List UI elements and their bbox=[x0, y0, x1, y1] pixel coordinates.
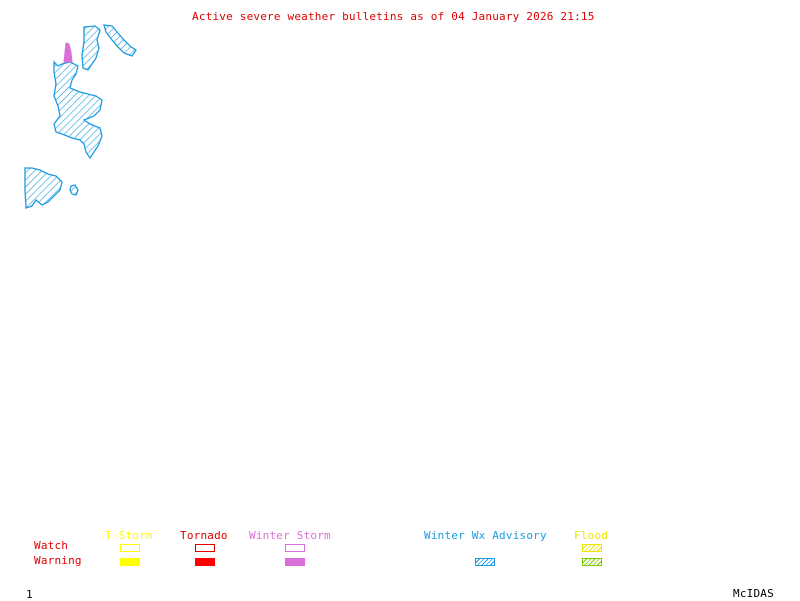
software-label: McIDAS bbox=[733, 587, 774, 600]
tstorm-watch-swatch bbox=[120, 544, 140, 552]
advisory-region-island bbox=[69, 184, 79, 196]
legend-flood-label: Flood bbox=[574, 529, 609, 542]
legend-tornado-label: Tornado bbox=[180, 529, 228, 542]
weather-map bbox=[24, 24, 137, 209]
legend-watch-label: Watch bbox=[34, 539, 69, 552]
winter-storm-warning-swatch bbox=[285, 558, 305, 566]
advisory-region-southwest bbox=[24, 167, 63, 209]
advisory-region-central bbox=[53, 60, 103, 160]
winter-storm-watch-swatch bbox=[285, 544, 305, 552]
frame-number: 1 bbox=[26, 588, 33, 601]
tornado-watch-swatch bbox=[195, 544, 215, 552]
winter-wx-advisory-swatch bbox=[475, 558, 495, 566]
tornado-warning-swatch bbox=[195, 558, 215, 566]
legend-warning-label: Warning bbox=[34, 554, 82, 567]
advisory-region-north-a bbox=[81, 25, 101, 71]
flood-watch-swatch bbox=[582, 544, 602, 552]
winter-wx-advisory-regions bbox=[24, 24, 137, 209]
flood-warning-swatch bbox=[582, 558, 602, 566]
winter-storm-warning-region bbox=[63, 42, 73, 63]
advisory-region-north-b bbox=[103, 24, 137, 57]
legend-winter-wx-advisory-label: Winter Wx Advisory bbox=[424, 529, 547, 542]
bulletin-title: Active severe weather bulletins as of 04… bbox=[192, 10, 595, 23]
tstorm-warning-swatch bbox=[120, 558, 140, 566]
legend-winter-storm-label: Winter Storm bbox=[249, 529, 331, 542]
legend-tstorm-label: T-Storm bbox=[105, 529, 153, 542]
